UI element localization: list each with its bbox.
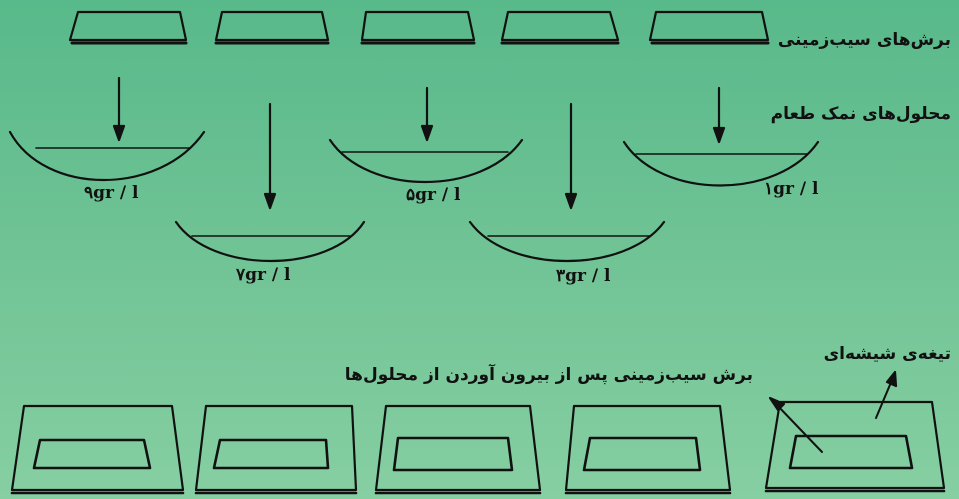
arrow-down-icon [112, 76, 126, 142]
potato-slice [500, 10, 620, 45]
bowl-9gr [8, 130, 206, 181]
bowl-5gr [328, 138, 524, 184]
potato-slice [68, 10, 188, 45]
glass-slide [10, 404, 185, 495]
glass-slide [374, 404, 542, 495]
pointer-arrow-icon [768, 396, 823, 453]
label-glass-slide: تیغه‌ی شیشه‌ای [823, 344, 951, 364]
label-potato-slices: برش‌های سیب‌زمینی [777, 30, 951, 50]
glass-slide [194, 404, 358, 495]
arrow-down-icon [263, 102, 277, 210]
bowl-1gr [622, 140, 820, 187]
potato-slice [214, 10, 330, 45]
arrow-down-icon [712, 86, 726, 144]
pointer-arrows [768, 370, 898, 453]
concentration-9gr: ۹gr / l [84, 183, 139, 203]
concentration-5gr: ۵gr / l [406, 185, 461, 205]
arrow-down-icon [564, 102, 578, 210]
arrows [112, 76, 726, 210]
pointer-arrow-icon [875, 370, 898, 419]
concentration-3gr: ۳gr / l [556, 266, 611, 286]
potato-slices-row [68, 10, 770, 45]
potato-slice [360, 10, 476, 45]
concentration-1gr: ۱gr / l [764, 179, 819, 199]
solution-bowls [8, 130, 820, 263]
label-salt-solutions: محلول‌های نمک طعام [770, 104, 951, 124]
bowl-7gr [174, 220, 366, 263]
bowl-3gr [468, 220, 666, 263]
glass-slide [764, 400, 946, 493]
potato-slice [648, 10, 770, 45]
arrow-down-icon [420, 86, 434, 142]
label-slice-after-removal: برش سیب‌زمینی پس از بیرون آوردن از محلول… [344, 365, 753, 385]
concentration-7gr: ۷gr / l [236, 265, 291, 285]
glass-slide [564, 404, 732, 495]
glass-slides-row [10, 400, 946, 495]
